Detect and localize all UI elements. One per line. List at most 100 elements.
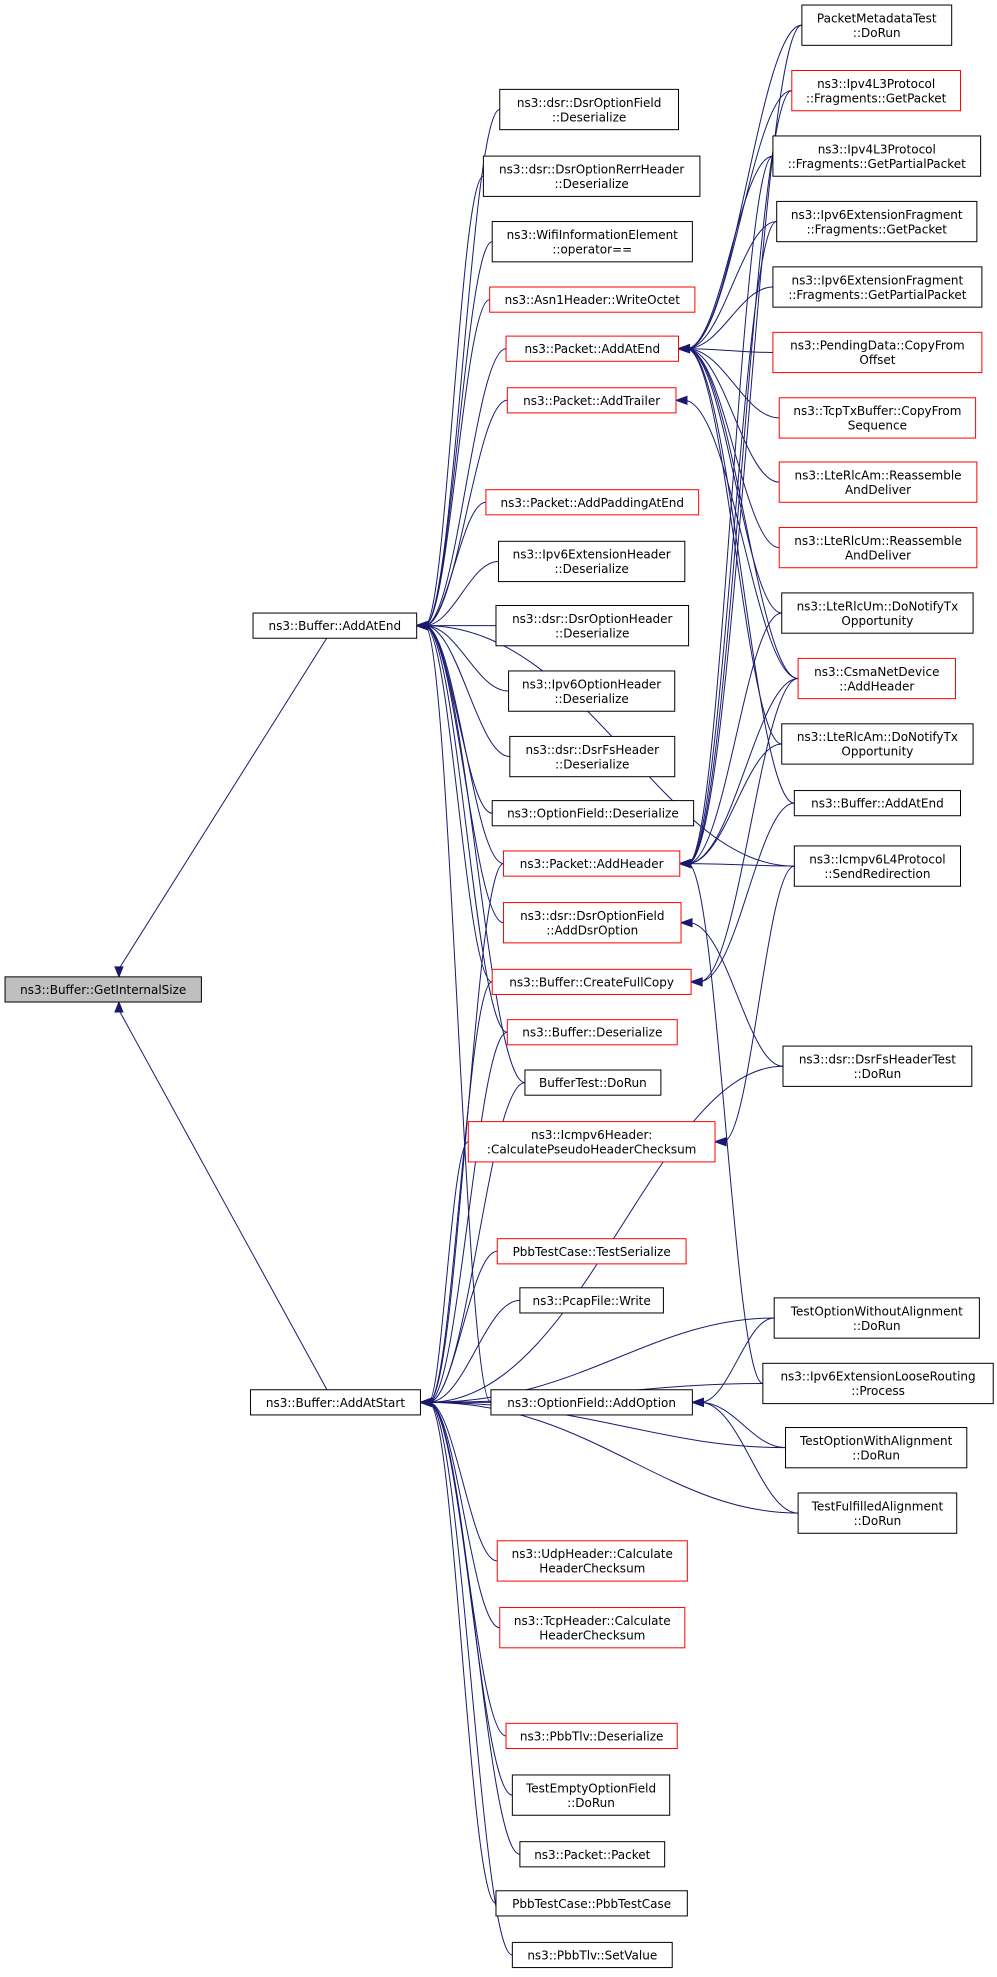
graph-node-test-opt-no-align[interactable]: TestOptionWithoutAlignment::DoRun [773,1297,980,1339]
arrowhead [114,1000,124,1013]
call-edge [686,348,782,614]
graph-node-opt-field-deser[interactable]: ns3::OptionField::Deserialize [491,800,695,827]
graph-node-buffer-test-do-run[interactable]: BufferTest::DoRun [524,1069,662,1096]
call-edge [687,863,764,1384]
graph-node-pkt-packet[interactable]: ns3::Packet::Packet [519,1841,666,1868]
graph-node-buf-create-full[interactable]: ns3::Buffer::CreateFullCopy [491,968,692,995]
node-label: ns3::Buffer::AddAtStart [266,1396,405,1410]
call-edge [700,1317,775,1403]
graph-node-dsr-opt-field-deser[interactable]: ns3::dsr::DsrOptionField::Deserialize [499,88,680,131]
node-label: ns3::Ipv4L3Protocol [817,77,935,91]
graph-node-buf-deser[interactable]: ns3::Buffer::Deserialize [506,1019,678,1046]
node-box [519,1287,664,1314]
graph-node-ipv6-opt-hdr-deser[interactable]: ns3::Ipv6OptionHeader::Deserialize [508,670,676,712]
graph-node-pcap-write[interactable]: ns3::PcapFile::Write [519,1287,664,1314]
call-edge [700,1401,786,1449]
node-box [250,1389,421,1416]
graph-node-ipv6-frag-get[interactable]: ns3::Ipv6ExtensionFragment::Fragments::G… [776,200,978,243]
node-box [496,1238,687,1265]
call-edge [687,90,792,865]
graph-node-dsr-rerr-deser[interactable]: ns3::dsr::DsrOptionRerrHeader::Deseriali… [482,155,701,197]
graph-node-buf-add-at-end2[interactable]: ns3::Buffer::AddAtEnd [793,790,961,817]
graph-node-asn1-write[interactable]: ns3::Asn1Header::WriteOctet [489,286,696,313]
graph-node-pkt-add-padding[interactable]: ns3::Packet::AddPaddingAtEnd [485,489,700,516]
node-label: ::Fragments::GetPacket [807,222,948,236]
node-label: TestFulfilledAlignment [811,1499,944,1513]
call-edge [686,286,773,350]
node-label: ns3::Icmpv6Header: [531,1128,652,1142]
graph-node-ipv6-ext-hdr-deser[interactable]: ns3::Ipv6ExtensionHeader::Deserialize [498,540,686,583]
node-label: ns3::Ipv6ExtensionFragment [792,273,964,287]
graph-node-ipv6-loose[interactable]: ns3::Ipv6ExtensionLooseRouting::Process [762,1362,994,1405]
graph-node-dsr-fs-hdr-deser[interactable]: ns3::dsr::DsrFsHeader::Deserialize [509,735,676,778]
graph-node-test-fulfilled[interactable]: TestFulfilledAlignment::DoRun [797,1492,958,1534]
node-box [797,657,956,700]
node-label: PacketMetadataTest [817,11,937,25]
graph-node-add-at-start[interactable]: ns3::Buffer::AddAtStart [250,1389,421,1416]
graph-node-ipv4-frag-partial[interactable]: ns3::Ipv4L3Protocol::Fragments::GetParti… [772,135,982,177]
node-box [519,1841,666,1868]
node-box [4,976,202,1003]
node-box [499,88,680,131]
graph-node-dsr-opt-hdr-deser[interactable]: ns3::dsr::DsrOptionHeader::Deserialize [495,605,690,647]
graph-node-pbb-tlv-deser[interactable]: ns3::PbbTlv::Deserialize [505,1722,678,1750]
node-label: ::Process [851,1384,905,1398]
graph-node-dsr-add-dsr-opt[interactable]: ns3::dsr::DsrOptionField::AddDsrOption [503,902,682,944]
call-edge [687,221,777,865]
graph-node-icmpv6-pseudo[interactable]: ns3::Icmpv6Header::CalculatePseudoHeader… [467,1121,716,1163]
node-label: TestEmptyOptionField [525,1781,656,1795]
graph-node-pbb-test-ser[interactable]: PbbTestCase::TestSerialize [496,1238,687,1265]
graph-node-pkt-meta-test[interactable]: PacketMetadataTest::DoRun [801,4,953,46]
graph-node-test-opt-align[interactable]: TestOptionWithAlignment::DoRun [785,1427,968,1469]
node-label: AndDeliver [845,483,911,497]
graph-node-pbb-tlv-set-value[interactable]: ns3::PbbTlv::SetValue [511,1941,673,1969]
graph-nodes: ns3::Buffer::GetInternalSizens3::Buffer:… [4,4,994,1969]
node-label: ::Deserialize [555,757,629,771]
graph-node-test-empty-opt[interactable]: TestEmptyOptionField::DoRun [511,1774,671,1816]
graph-node-icmpv6-redirect[interactable]: ns3::Icmpv6L4Protocol::SendRedirection [793,845,961,887]
arrowhead [674,395,688,406]
node-label: PbbTestCase::PbbTestCase [512,1897,671,1911]
graph-node-csma-add-header[interactable]: ns3::CsmaNetDevice::AddHeader [797,657,956,700]
node-label: ns3::OptionField::AddOption [507,1396,676,1410]
node-label: Opportunity [841,745,913,759]
graph-node-ipv4-frag-get[interactable]: ns3::Ipv4L3Protocol::Fragments::GetPacke… [791,69,961,112]
node-label: ::Deserialize [554,177,628,191]
call-edge [428,1317,775,1403]
node-label: BufferTest::DoRun [539,1076,647,1090]
graph-node-pkt-add-at-end[interactable]: ns3::Packet::AddAtEnd [505,335,680,362]
node-label: HeaderChecksum [539,1628,645,1642]
graph-node-ipv6-frag-partial[interactable]: ns3::Ipv6ExtensionFragment::Fragments::G… [772,266,983,308]
node-box [778,397,977,439]
graph-node-pkt-add-trailer[interactable]: ns3::Packet::AddTrailer [506,387,677,414]
graph-node-dsr-fs-test[interactable]: ns3::dsr::DsrFsHeaderTest::DoRun [782,1045,973,1087]
node-box [797,1492,958,1534]
graph-node-opt-field-add-opt[interactable]: ns3::OptionField::AddOption [490,1389,693,1416]
node-label: ns3::Packet::AddPaddingAtEnd [501,496,685,510]
node-label: ns3::Ipv6ExtensionLooseRouting [780,1370,975,1384]
node-label: ns3::Packet::AddAtEnd [524,342,660,356]
node-label: ns3::PendingData::CopyFrom [790,339,964,353]
node-label: TestOptionWithoutAlignment [790,1304,963,1318]
graph-node-wifi-info-eq[interactable]: ns3::WifiInformationElement::operator== [491,221,693,263]
call-edge [428,1031,508,1403]
node-box [495,1890,688,1917]
graph-node-add-at-end[interactable]: ns3::Buffer::AddAtEnd [252,612,418,639]
arrowhead [418,1397,432,1408]
call-edge [424,625,492,1403]
graph-node-pkt-add-header[interactable]: ns3::Packet::AddHeader [503,850,681,877]
node-label: ns3::TcpTxBuffer::CopyFrom [793,404,961,418]
node-label: ns3::LteRlcUm::Reassemble [794,534,962,548]
graph-node-pbb-test-case[interactable]: PbbTestCase::PbbTestCase [495,1890,688,1917]
node-label: ::Deserialize [555,626,629,640]
node-box [482,155,701,197]
node-label: ns3::CsmaNetDevice [814,665,939,679]
